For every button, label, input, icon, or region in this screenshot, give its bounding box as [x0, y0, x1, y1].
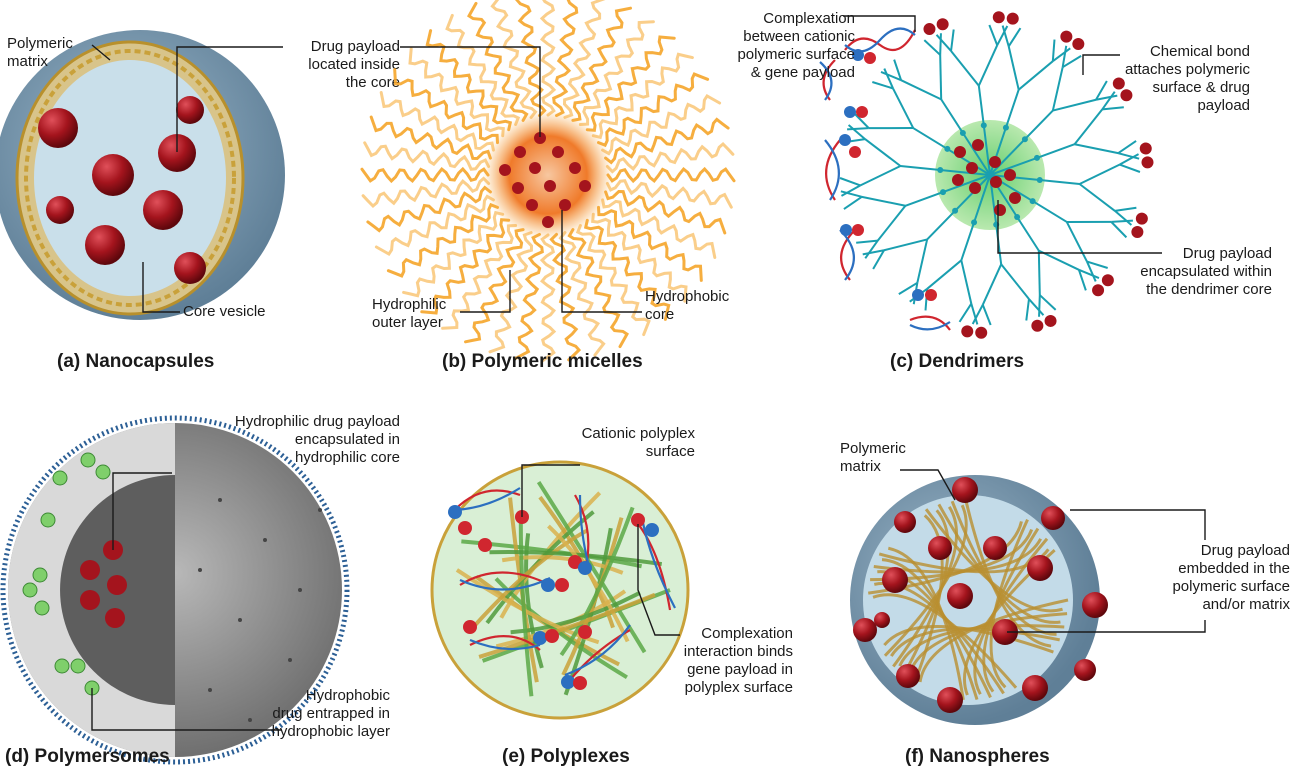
label-hydrophilic-outer-layer: Hydrophilic outer layer	[372, 296, 447, 331]
label-nanosphere-matrix: Polymeric matrix	[840, 440, 906, 475]
polymersome-core-drugs	[80, 540, 127, 628]
nanosphere-illustration	[850, 469, 1206, 725]
drug-particles	[38, 96, 206, 284]
dendrimer-surface-drugs	[923, 11, 1154, 339]
label-chemical-bond: Chemical bond attaches polymeric surface…	[1124, 43, 1250, 114]
panel-polymersomes: Hydrophilic drug payload encapsulated in…	[0, 400, 420, 767]
caption-dendrimers: (c) Dendrimers	[890, 351, 1025, 372]
charge-pairs	[839, 49, 937, 301]
panel-dendrimers: Complexation between cationic polymeric …	[737, 0, 1295, 380]
caption-nanospheres: (f) Nanospheres	[905, 746, 1050, 767]
micelle-drug-particles	[499, 132, 591, 228]
nanosphere-drugs	[853, 477, 1108, 713]
dendrimer-illustration	[819, 11, 1162, 339]
panel-nanocapsules: Polymeric matrix Drug payload located in…	[0, 0, 420, 380]
caption-polymersomes: (d) Polymersomes	[5, 746, 170, 767]
micelle-illustration	[360, 0, 736, 363]
label-polymeric-matrix: Polymeric matrix	[7, 35, 73, 70]
label-nanosphere-payload: Drug payload embedded in the polymeric s…	[1172, 542, 1290, 613]
label-complexation: Complexation between cationic polymeric …	[737, 10, 855, 81]
label-complexation-interaction: Complexation interaction binds gene payl…	[683, 625, 793, 696]
panel-polyplexes: Cationic polyplex surface Complexation i…	[420, 400, 840, 767]
caption-polymeric-micelles: (b) Polymeric micelles	[442, 351, 643, 372]
nanosphere-matrix-strands	[868, 499, 1069, 701]
polyplex-illustration	[430, 460, 690, 720]
caption-nanocapsules: (a) Nanocapsules	[57, 351, 215, 372]
nanocapsule-illustration	[0, 30, 285, 320]
label-core-vesicle: Core vesicle	[183, 303, 266, 320]
panel-nanospheres: Polymeric matrix Drug payload embedded i…	[840, 400, 1295, 767]
label-dendrimer-core-payload: Drug payload encapsulated within the den…	[1140, 245, 1272, 298]
hydrophobic-layer-drugs	[22, 452, 111, 696]
label-hydrophobic-payload: Hydrophobic drug entrapped in hydrophobi…	[271, 687, 390, 740]
panel-polymeric-micelles: Hydrophilic outer layer Hydrophobic core…	[360, 0, 780, 380]
label-cationic-surface: Cationic polyplex surface	[581, 425, 695, 460]
polyplex-charges	[448, 505, 659, 690]
label-drug-payload-core: Drug payload located inside the core	[308, 38, 400, 91]
polymersome-illustration	[0, 415, 350, 765]
dendrimer-branches	[839, 24, 1141, 326]
label-hydrophilic-payload: Hydrophilic drug payload encapsulated in…	[234, 413, 400, 466]
polymersome-dots	[198, 498, 322, 722]
polymersome-fringe	[0, 415, 350, 765]
label-hydrophobic-core: Hydrophobic core	[645, 288, 730, 323]
hydrophobic-core	[483, 110, 613, 240]
caption-polyplexes: (e) Polyplexes	[502, 746, 630, 767]
hydrophilic-tails	[360, 0, 736, 363]
dendrimer-core-drugs	[952, 139, 1021, 216]
